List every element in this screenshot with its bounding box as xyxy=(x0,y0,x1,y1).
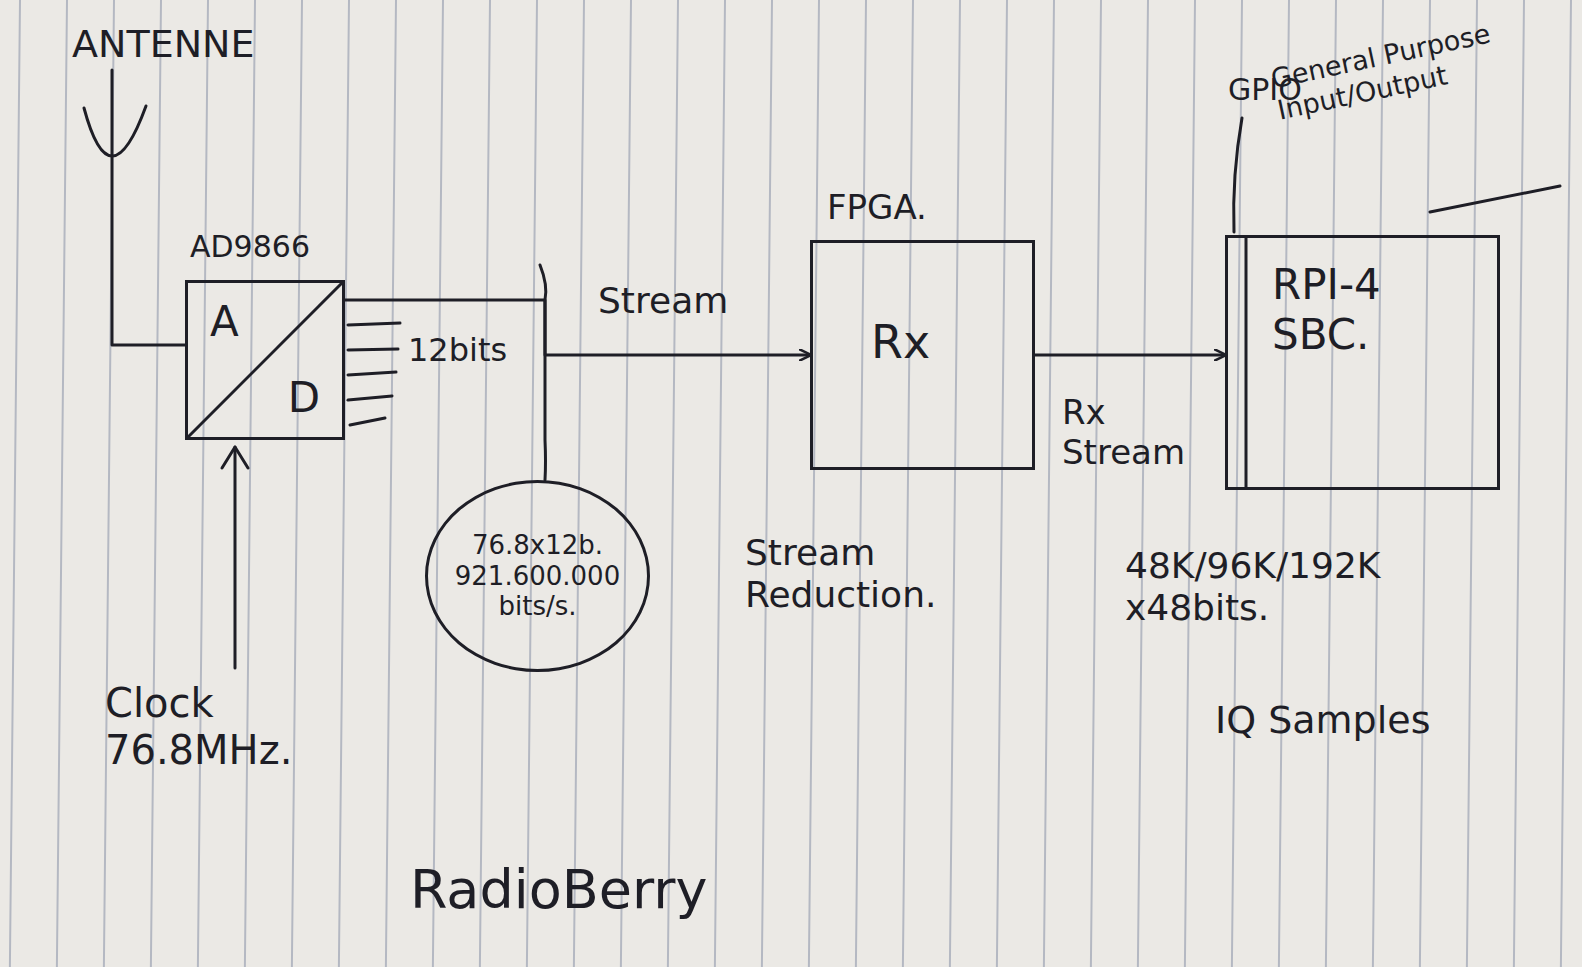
edge-label: Stream xyxy=(598,280,728,322)
gpio-leader xyxy=(1234,118,1242,232)
note-label: 12bits xyxy=(408,332,507,370)
info-circle: 76.8x12b. 921.600.000 bits/s. xyxy=(425,480,650,672)
note-label: RadioBerry xyxy=(410,858,707,922)
note-label: 48K/96K/192K x48bits. xyxy=(1125,545,1465,630)
block-box: RPI-4 SBC. xyxy=(1225,235,1500,490)
block-box: AD9866AD xyxy=(185,280,345,440)
bus-line xyxy=(348,372,396,375)
bus-line xyxy=(348,396,392,400)
bus-line xyxy=(348,349,398,350)
note-label: Stream Reduction. xyxy=(745,532,1075,617)
bus-line xyxy=(348,323,400,325)
box-heading: AD9866 xyxy=(190,229,310,264)
gpio-strip xyxy=(1245,238,1248,488)
box-text: A xyxy=(210,297,239,347)
diagonal-line xyxy=(188,283,342,437)
box-text: 76.8x12b. 921.600.000 bits/s. xyxy=(448,530,628,622)
edge-label: Rx Stream xyxy=(1062,392,1202,472)
box-text: RPI-4 SBC. xyxy=(1272,260,1442,359)
underline xyxy=(1430,186,1560,212)
note-label: Clock 76.8MHz. xyxy=(105,680,385,774)
antenna-wire xyxy=(112,70,185,345)
box-heading: FPGA. xyxy=(827,187,927,227)
clock-arrowhead xyxy=(222,447,248,468)
bus-line xyxy=(350,418,385,425)
stream-arrow xyxy=(1035,354,1225,357)
clock-arrow xyxy=(234,447,237,668)
note-label: ANTENNE xyxy=(72,22,255,67)
bracket xyxy=(540,265,546,480)
box-text: Rx xyxy=(871,315,930,369)
box-text: D xyxy=(288,373,320,423)
note-label: IQ Samples xyxy=(1215,698,1430,743)
block-box: FPGA.Rx xyxy=(810,240,1035,470)
antenna-symbol xyxy=(84,106,146,156)
